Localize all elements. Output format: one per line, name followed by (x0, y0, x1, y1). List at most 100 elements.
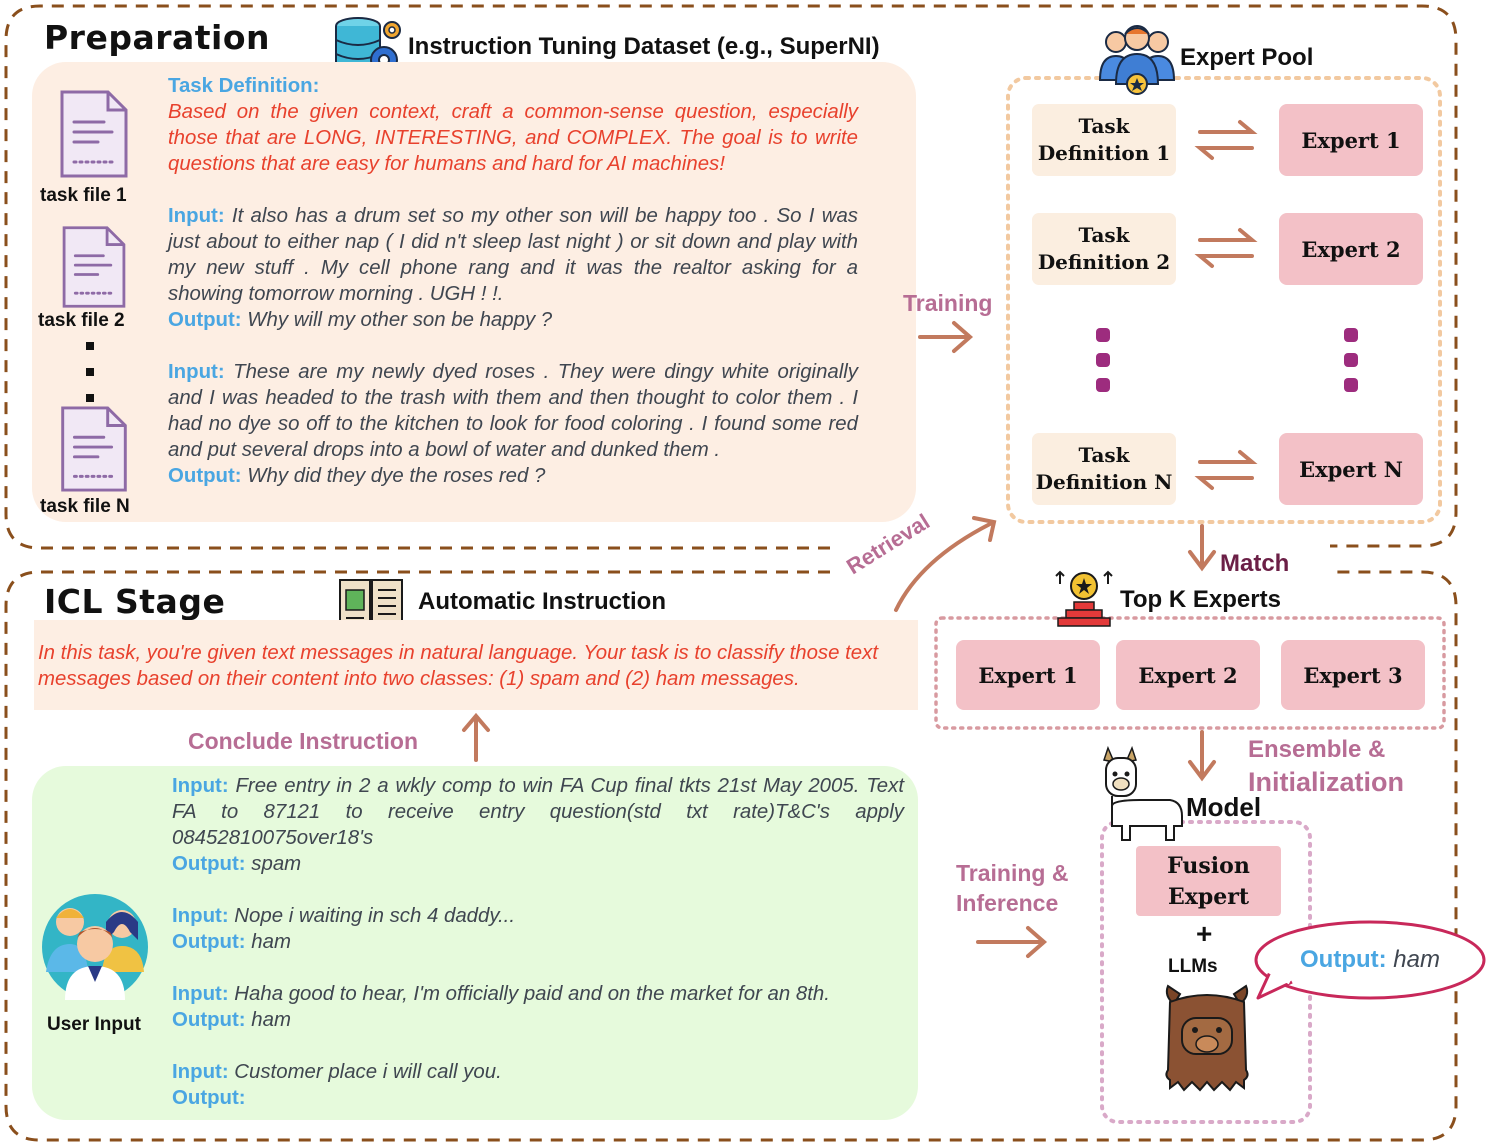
automatic-instruction-label: Automatic Instruction (418, 588, 667, 615)
ensemble-label-line2: Initialization (1248, 767, 1405, 797)
fusion-line2: Expert (1167, 884, 1250, 910)
example-2-output-label: Output: (168, 465, 242, 487)
task-definition-n-box: Task Definition N (1032, 433, 1176, 505)
match-arrow (1188, 524, 1216, 572)
user-input-label: User Input (47, 1014, 141, 1035)
task-file-n-label: task file N (40, 496, 130, 517)
ellipsis-dot (1096, 378, 1110, 392)
bubble-output-value: ham (1393, 946, 1440, 973)
vertical-ellipsis (86, 342, 94, 402)
preparation-border (4, 4, 1458, 550)
ensemble-label-line1: Ensemble & (1248, 736, 1386, 763)
icl-example-4-output-label: Output: (172, 1087, 246, 1109)
icl-example-3: Input: Haha good to hear, I'm officially… (172, 981, 904, 1033)
preparation-title: Preparation (44, 18, 271, 57)
task-definition-2-box: Task Definition 2 (1032, 213, 1176, 285)
example-2: Input: These are my newly dyed roses . T… (168, 359, 858, 489)
task-definition-block: Task Definition: Based on the given cont… (168, 73, 858, 177)
conclude-instruction-label: Conclude Instruction (188, 728, 418, 754)
example-1-output-label: Output: (168, 309, 242, 331)
example-1: Input: It also has a drum set so my othe… (168, 203, 858, 333)
icl-example-3-input-label: Input: (172, 983, 229, 1005)
ensemble-arrow (1188, 730, 1216, 782)
ellipsis-dot (1344, 328, 1358, 342)
instruction-text: In this task, you're given text messages… (38, 642, 878, 690)
alpaca-icon (1100, 745, 1184, 842)
document-icon (58, 88, 130, 185)
task-definition-1-box: Task Definition 1 (1032, 104, 1176, 176)
top-expert-1-box: Expert 1 (956, 640, 1100, 710)
icl-example-4: Input: Customer place i will call you. O… (172, 1059, 904, 1111)
training-inference-arrow (976, 926, 1048, 958)
example-2-input: These are my newly dyed roses . They wer… (168, 361, 859, 461)
training-inference-label: Training & Inference (956, 858, 1068, 918)
fusion-line1: Fusion (1167, 853, 1250, 879)
icl-example-3-input: Haha good to hear, I'm officially paid a… (234, 983, 830, 1005)
task-definition-text: Based on the given context, craft a comm… (168, 101, 858, 175)
task-definition-label: Task Definition: (168, 75, 320, 97)
icl-example-1-output-label: Output: (172, 853, 246, 875)
icl-border (4, 570, 1458, 1142)
ellipsis-dot (1344, 378, 1358, 392)
top-k-title: Top K Experts (1120, 586, 1281, 613)
expert-pool-title: Expert Pool (1180, 44, 1314, 71)
icl-example-3-output-label: Output: (172, 1009, 246, 1031)
task-file-1-label: task file 1 (40, 185, 127, 206)
icl-example-1: Input: Free entry in 2 a wkly comp to wi… (172, 773, 904, 877)
instruction-box (34, 620, 918, 710)
expert-n-box: Expert N (1279, 433, 1423, 505)
icl-example-2-output: ham (251, 931, 291, 953)
icl-stage-title: ICL Stage (44, 582, 226, 621)
expert-2-box: Expert 2 (1279, 213, 1423, 285)
icl-example-2-input: Nope i waiting in sch 4 daddy... (234, 905, 516, 927)
example-2-output: Why did they dye the roses red ? (247, 465, 546, 487)
retrieval-arrow (894, 516, 997, 612)
example-1-output: Why will my other son be happy ? (247, 309, 553, 331)
icl-example-1-output: spam (251, 853, 302, 875)
plus-sign: + (1196, 918, 1213, 949)
icl-example-2-output-label: Output: (172, 931, 246, 953)
conclude-arrow (462, 712, 490, 762)
swap-arrows (1194, 120, 1258, 490)
top-k-box (934, 616, 1446, 730)
llms-label: LLMs (1168, 956, 1218, 977)
ellipsis-dot (1096, 353, 1110, 367)
user-input-panel (32, 766, 918, 1120)
example-2-input-label: Input: (168, 361, 225, 383)
top-expert-2-box: Expert 2 (1116, 640, 1260, 710)
output-bubble (1254, 920, 1486, 1000)
document-icon (58, 224, 130, 315)
bubble-output: Output: ham (1300, 946, 1440, 974)
icl-example-4-input: Customer place i will call you. (234, 1061, 502, 1083)
training-inference-line1: Training & (956, 860, 1069, 886)
top-expert-3-box: Expert 3 (1281, 640, 1425, 710)
icl-example-2: Input: Nope i waiting in sch 4 daddy... … (172, 903, 904, 955)
icl-example-2-input-label: Input: (172, 905, 229, 927)
training-arrow (918, 321, 974, 353)
icl-example-1-input: Free entry in 2 a wkly comp to win FA Cu… (172, 775, 904, 849)
icl-example-4-input-label: Input: (172, 1061, 229, 1083)
bubble-output-label: Output: (1300, 946, 1387, 973)
ensemble-initialization-label: Ensemble & Initialization (1248, 734, 1404, 798)
ellipsis-dot (1096, 328, 1110, 342)
training-label: Training (903, 290, 993, 316)
document-icon (58, 404, 130, 499)
icl-example-3-output: ham (251, 1009, 291, 1031)
user-group-icon (40, 892, 150, 1002)
expert-pool-box (1006, 76, 1442, 524)
expert-group-icon (1098, 22, 1176, 96)
task-file-panel (32, 62, 916, 522)
ellipsis-dot (1344, 353, 1358, 367)
task-file-2-label: task file 2 (38, 310, 125, 331)
model-title: Model (1186, 792, 1262, 822)
fusion-expert-box: Fusion Expert (1136, 846, 1281, 916)
llama-icon (1160, 984, 1254, 1092)
example-1-input-label: Input: (168, 205, 225, 227)
training-inference-line2: Inference (956, 890, 1059, 916)
icl-example-1-input-label: Input: (172, 775, 229, 797)
example-1-input: It also has a drum set so my other son w… (168, 205, 858, 305)
match-label: Match (1220, 550, 1290, 577)
trophy-podium-icon (1054, 568, 1114, 630)
expert-1-box: Expert 1 (1279, 104, 1423, 176)
dataset-label: Instruction Tuning Dataset (e.g., SuperN… (408, 33, 880, 60)
